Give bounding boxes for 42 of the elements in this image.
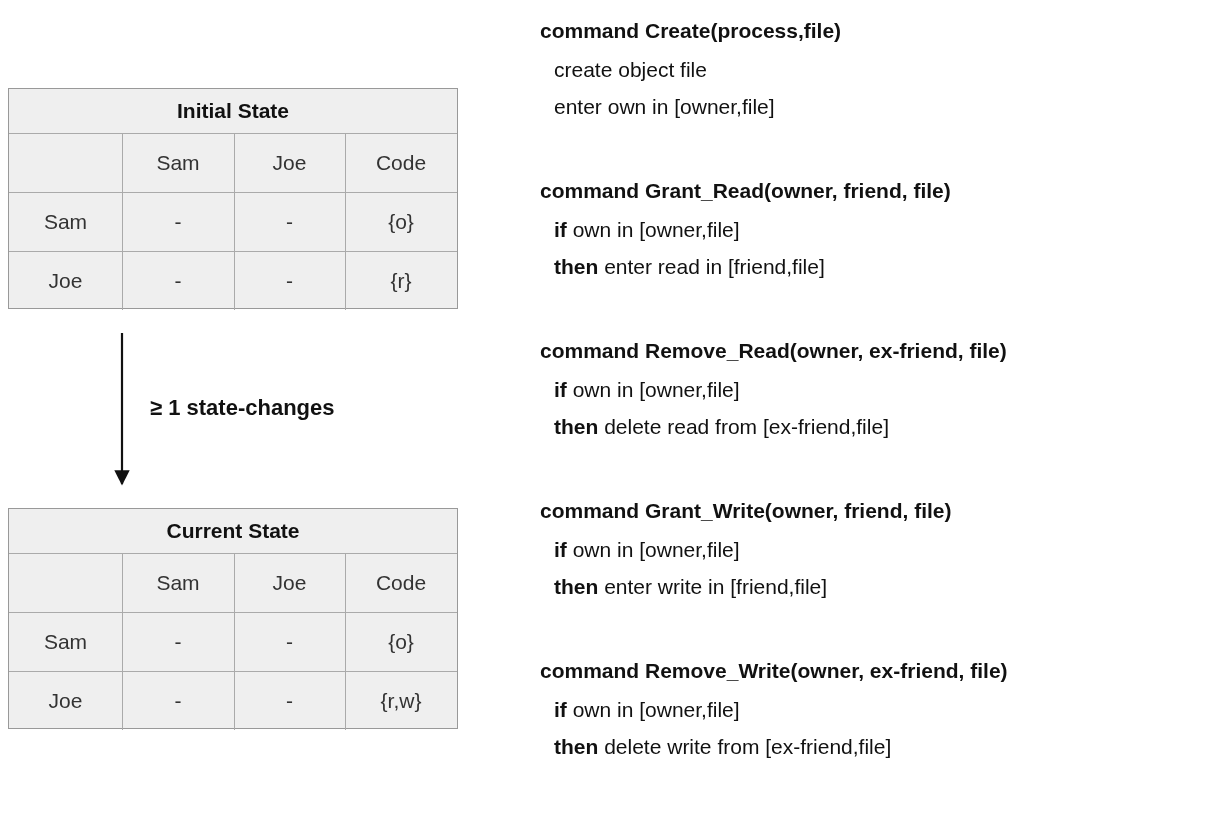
cell-value: {r,w} <box>379 687 423 714</box>
command-signature: command Remove_Write(owner, ex-friend, file) <box>540 658 1008 684</box>
cell-value: - <box>173 687 183 714</box>
cell-value: {o} <box>387 208 415 235</box>
command-signature: command Grant_Write(owner, friend, file) <box>540 498 952 524</box>
command-line: then enter read in [friend,file] <box>553 254 825 280</box>
command-signature: command Grant_Read(owner, friend, file) <box>540 178 951 204</box>
state-table <box>8 88 458 309</box>
cell-value: - <box>173 628 183 655</box>
column-header: Code <box>374 149 428 176</box>
command-line: if own in [owner,file] <box>553 217 740 243</box>
column-header: Code <box>374 569 428 596</box>
row-label: Sam <box>42 208 89 235</box>
column-header: Joe <box>271 569 308 596</box>
row-label: Joe <box>47 267 84 294</box>
column-header: Joe <box>271 149 308 176</box>
command-line: enter own in [owner,file] <box>553 94 775 120</box>
state-table <box>8 508 458 729</box>
command-signature: command Remove_Read(owner, ex-friend, file) <box>540 338 1007 364</box>
column-header: Sam <box>155 569 201 596</box>
command-line: if own in [owner,file] <box>553 697 740 723</box>
column-header: Sam <box>155 149 201 176</box>
cell-value: - <box>285 628 294 655</box>
table-title: Current State <box>9 509 457 554</box>
cell-value: {o} <box>387 628 415 655</box>
command-line: then enter write in [friend,file] <box>553 574 828 600</box>
arrow <box>114 333 130 486</box>
command-line: if own in [owner,file] <box>553 537 740 563</box>
table-title: Initial State <box>9 89 457 134</box>
row-label: Joe <box>47 687 84 714</box>
command-line: create object file <box>553 57 707 83</box>
cell-value: - <box>285 208 294 235</box>
cell-value: - <box>173 267 183 294</box>
command-signature: command Create(process,file) <box>540 18 842 44</box>
cell-value: - <box>173 208 183 235</box>
command-line: if own in [owner,file] <box>553 377 740 403</box>
cell-value: - <box>285 687 294 714</box>
command-line: then delete write from [ex-friend,file] <box>553 734 892 760</box>
command-line: then delete read from [ex-friend,file] <box>553 414 889 440</box>
cell-value: {r} <box>389 267 413 294</box>
row-label: Sam <box>42 628 89 655</box>
cell-value: - <box>285 267 294 294</box>
